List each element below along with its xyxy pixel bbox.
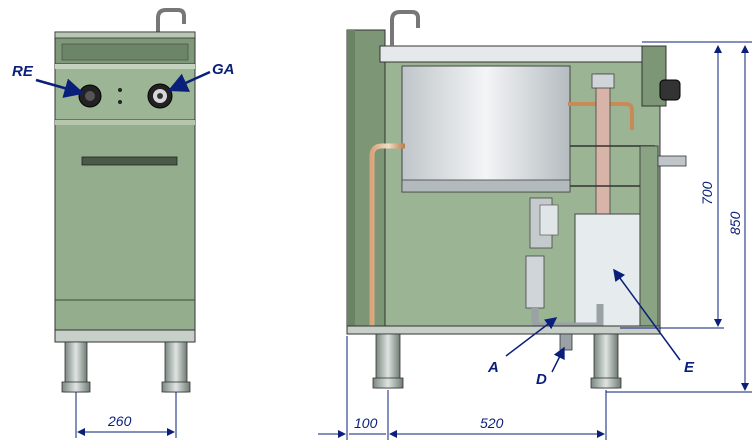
front-callouts bbox=[35, 70, 211, 98]
drain-outlet-d bbox=[559, 333, 573, 351]
side-water-tap bbox=[390, 10, 420, 46]
copper-pipe-left bbox=[369, 143, 405, 330]
side-view bbox=[346, 10, 687, 389]
drain-valve-a bbox=[525, 255, 545, 309]
water-tap bbox=[156, 8, 186, 40]
overflow-container-e bbox=[574, 213, 641, 327]
callout-e: E bbox=[684, 359, 695, 376]
dim-label-850: 850 bbox=[727, 211, 743, 235]
dim-side-horizontal bbox=[318, 336, 607, 440]
callout-ga: GA bbox=[212, 61, 235, 78]
front-base bbox=[54, 329, 196, 343]
dim-label-260: 260 bbox=[107, 413, 132, 429]
callout-a: A bbox=[487, 359, 499, 376]
front-body bbox=[54, 119, 196, 331]
front-view bbox=[54, 8, 196, 393]
copper-pipe-top bbox=[568, 102, 634, 130]
side-base bbox=[346, 325, 661, 335]
dim-width-front bbox=[75, 392, 177, 438]
dim-label-700: 700 bbox=[699, 181, 715, 205]
worktop bbox=[379, 45, 643, 63]
well-tank bbox=[401, 65, 571, 193]
callout-re: RE bbox=[12, 63, 34, 80]
dim-label-100: 100 bbox=[354, 415, 378, 431]
side-callouts bbox=[505, 268, 681, 373]
callout-d: D bbox=[536, 371, 547, 388]
door-handle bbox=[81, 156, 178, 166]
dim-label-520: 520 bbox=[480, 415, 504, 431]
dim-side-vertical bbox=[606, 41, 752, 393]
